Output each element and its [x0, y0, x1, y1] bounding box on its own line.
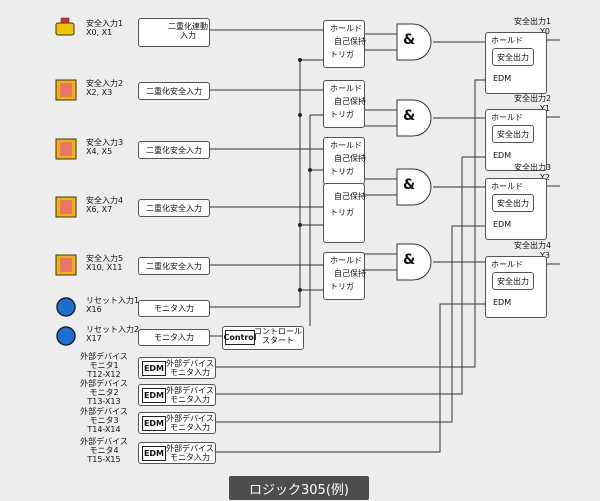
- e-stop-cap: [60, 17, 70, 24]
- safety-output-name: 安全出力1: [514, 17, 552, 26]
- hold-block: [323, 20, 365, 68]
- edm-tag: EDM: [142, 361, 166, 376]
- edm-return-wire: [214, 303, 485, 453]
- edm-tag: EDM: [142, 416, 166, 431]
- linked-input-label: 二重化連動入力: [168, 22, 208, 40]
- edm-tag: EDM: [142, 446, 166, 461]
- trigger-label: トリガ: [330, 110, 354, 119]
- monitor-input-block: モニタ入力: [138, 300, 210, 317]
- and-gate: [396, 23, 432, 61]
- safe-output-box: 安全出力: [492, 48, 534, 66]
- and-symbol: &: [403, 252, 416, 268]
- safe-output-box: 安全出力: [492, 272, 534, 290]
- and-gate: [396, 99, 432, 137]
- output-hold-label: ホールド: [491, 36, 523, 45]
- dual-input-block: 二重化安全入力: [138, 199, 210, 217]
- hold-block: [323, 80, 365, 128]
- light-curtain-beams: [60, 83, 72, 97]
- safety-output-name: 安全出力4: [514, 241, 552, 250]
- dual-input-block: 二重化安全入力: [138, 141, 210, 159]
- hold-block: [323, 252, 365, 300]
- safety-output-port: Y1: [540, 104, 550, 113]
- edm-input-text: 外部デバイスモニタ入力: [166, 414, 214, 432]
- junction-dot: [308, 168, 312, 172]
- hold-label: ホールド: [330, 84, 362, 93]
- edm-return-wire: [214, 79, 485, 368]
- hold-block: [323, 137, 365, 185]
- trigger-label: トリガ: [330, 282, 354, 291]
- junction-dot: [298, 58, 302, 62]
- output-edm-label: EDM: [493, 298, 512, 307]
- output-hold-label: ホールド: [491, 113, 523, 122]
- self-hold-label: 自己保持: [334, 154, 366, 163]
- output-edm-label: EDM: [493, 151, 512, 160]
- trigger-label: トリガ: [330, 50, 354, 59]
- and-symbol: &: [403, 177, 416, 193]
- linked-input-block: [138, 18, 210, 47]
- output-edm-label: EDM: [493, 74, 512, 83]
- edm-input-text: 外部デバイスモニタ入力: [166, 359, 214, 377]
- trigger-label: トリガ: [330, 167, 354, 176]
- edm-input-text: 外部デバイスモニタ入力: [166, 444, 214, 462]
- reset-button-icon: [56, 297, 76, 317]
- control-start-label: コントロールスタート: [254, 327, 302, 345]
- and-symbol: &: [403, 108, 416, 124]
- edm-tag: EDM: [142, 388, 166, 403]
- self-hold-label: 自己保持: [334, 269, 366, 278]
- reset-bus: [309, 114, 323, 326]
- safety-output-port: Y3: [540, 251, 550, 260]
- trigger-label: トリガ: [330, 208, 354, 217]
- edm-return-wire: [214, 225, 485, 423]
- safety-output-name: 安全出力2: [514, 94, 552, 103]
- self-hold-label: 自己保持: [334, 192, 366, 201]
- hold-label: ホールド: [330, 24, 362, 33]
- safety-output-port: Y2: [540, 173, 550, 182]
- output-hold-label: ホールド: [491, 260, 523, 269]
- light-curtain-beams: [60, 200, 72, 214]
- monitor-input-block: モニタ入力: [138, 329, 210, 346]
- self-hold-label: 自己保持: [334, 37, 366, 46]
- and-gate: [396, 243, 432, 281]
- edm-return-wire: [214, 156, 485, 395]
- hold-label: ホールド: [330, 141, 362, 150]
- reset-bus: [299, 59, 323, 307]
- hold-block: [323, 183, 365, 243]
- control-tag: Control: [223, 330, 257, 345]
- light-curtain-beams: [60, 258, 72, 272]
- hold-label: ホールド: [330, 256, 362, 265]
- e-stop-icon: [55, 22, 75, 36]
- caption: ロジック305(例): [229, 476, 369, 500]
- dual-input-block: 二重化安全入力: [138, 257, 210, 275]
- edm-input-text: 外部デバイスモニタ入力: [166, 386, 214, 404]
- output-hold-label: ホールド: [491, 182, 523, 191]
- light-curtain-beams: [60, 142, 72, 156]
- reset-button-icon: [56, 326, 76, 346]
- safe-output-box: 安全出力: [492, 194, 534, 212]
- junction-dot: [298, 113, 302, 117]
- safety-output-port: Y0: [540, 27, 550, 36]
- dual-input-block: 二重化安全入力: [138, 82, 210, 100]
- safety-output-name: 安全出力3: [514, 163, 552, 172]
- output-edm-label: EDM: [493, 220, 512, 229]
- and-symbol: &: [403, 32, 416, 48]
- safe-output-box: 安全出力: [492, 125, 534, 143]
- self-hold-label: 自己保持: [334, 97, 366, 106]
- and-gate: [396, 168, 432, 206]
